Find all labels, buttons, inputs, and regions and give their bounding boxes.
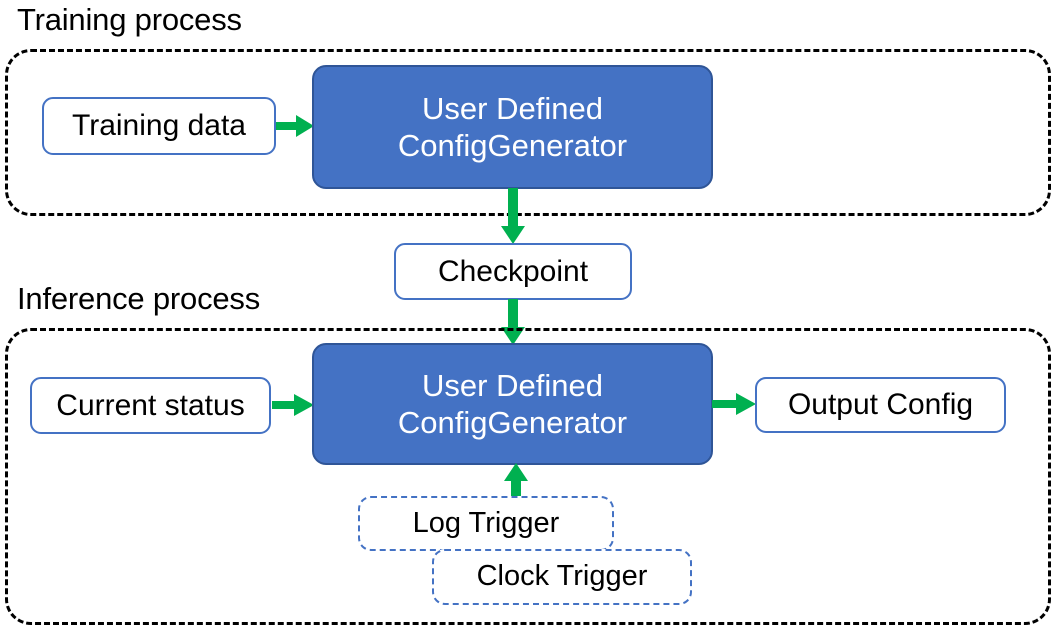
arrow-generator-to-output-config — [712, 391, 758, 417]
inference-process-group — [5, 328, 1051, 625]
inference-generator-line-2: ConfigGenerator — [397, 405, 628, 440]
generator-line-1: User Defined — [422, 90, 603, 126]
training-process-group — [5, 49, 1051, 216]
generator-line-2: ConfigGenerator — [397, 128, 628, 163]
node-clock-trigger-label: Clock Trigger — [476, 560, 648, 593]
node-inference-config-generator[interactable]: User Defined ConfigGenerator — [312, 343, 713, 465]
training-process-label: Training process — [17, 2, 242, 37]
node-log-trigger-label: Log Trigger — [412, 506, 560, 539]
node-training-data[interactable]: Training data — [42, 97, 276, 155]
node-current-status-label: Current status — [56, 388, 245, 422]
node-checkpoint[interactable]: Checkpoint — [394, 243, 632, 300]
arrow-triggers-to-generator — [502, 463, 530, 503]
node-log-trigger[interactable]: Log Trigger — [358, 496, 614, 551]
node-training-config-generator-label: User Defined ConfigGenerator — [398, 90, 627, 164]
node-current-status[interactable]: Current status — [30, 377, 271, 434]
inference-process-label: Inference process — [17, 281, 261, 316]
inference-generator-line-1: User Defined — [422, 367, 603, 403]
node-inference-config-generator-label: User Defined ConfigGenerator — [398, 367, 627, 441]
node-clock-trigger[interactable]: Clock Trigger — [432, 549, 692, 605]
node-output-config[interactable]: Output Config — [755, 377, 1006, 433]
node-checkpoint-label: Checkpoint — [437, 254, 589, 288]
arrow-training-data-to-generator — [276, 113, 316, 139]
node-output-config-label: Output Config — [787, 388, 974, 422]
node-training-data-label: Training data — [72, 109, 246, 143]
node-training-config-generator[interactable]: User Defined ConfigGenerator — [312, 65, 713, 189]
arrow-checkpoint-to-inference-generator — [499, 299, 527, 346]
arrow-generator-to-checkpoint — [499, 188, 527, 246]
arrow-current-status-to-generator — [272, 392, 316, 418]
